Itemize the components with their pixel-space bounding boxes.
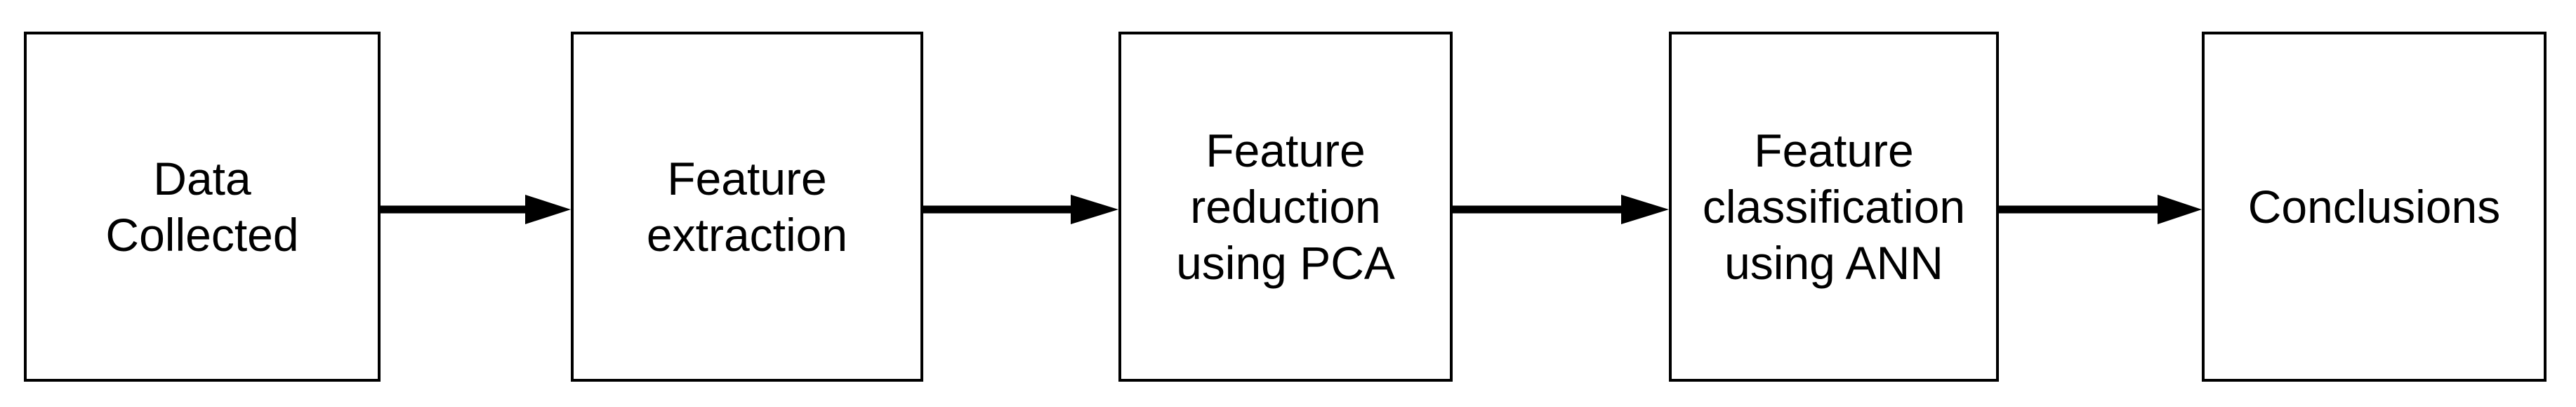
node-feature-classification-ann[interactable]: Feature classification using ANN	[1669, 32, 1999, 382]
node-label: Conclusions	[2247, 181, 2501, 233]
edge-data-collected-to-feature-extraction	[381, 195, 571, 224]
arrowhead-icon	[525, 195, 571, 224]
arrowhead-icon	[1621, 195, 1669, 224]
node-label: Feature extraction	[646, 153, 848, 261]
node-label: Feature reduction using PCA	[1176, 124, 1395, 289]
arrowhead-icon	[2158, 195, 2202, 224]
arrowhead-icon	[1071, 195, 1118, 224]
node-data-collected[interactable]: Data Collected	[24, 32, 381, 382]
node-label: Data Collected	[105, 153, 299, 261]
node-feature-reduction-pca[interactable]: Feature reduction using PCA	[1118, 32, 1453, 382]
edge-feature-classification-ann-to-conclusions	[1999, 195, 2202, 224]
node-conclusions[interactable]: Conclusions	[2202, 32, 2547, 382]
edge-feature-extraction-to-feature-reduction-pca	[923, 195, 1118, 224]
edge-feature-reduction-pca-to-feature-classification-ann	[1453, 195, 1669, 224]
node-feature-extraction[interactable]: Feature extraction	[571, 32, 923, 382]
node-label: Feature classification using ANN	[1702, 124, 1966, 289]
